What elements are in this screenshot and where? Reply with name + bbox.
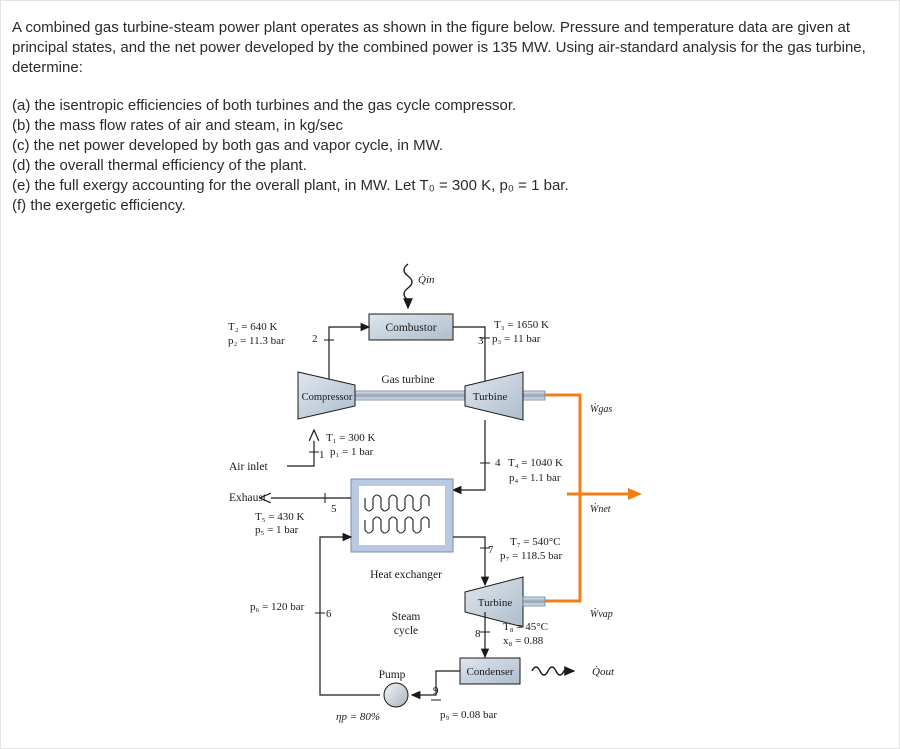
line-state9 — [410, 670, 460, 700]
q-out-label: Q̇out — [592, 666, 615, 678]
state8-x: x₈ = 0.88 — [503, 635, 544, 647]
state5-num: 5 — [331, 503, 337, 515]
state4-t: T₄ = 1040 K — [508, 457, 563, 469]
state8-num: 8 — [475, 628, 481, 640]
state7-p: p₇ = 118.5 bar — [500, 550, 563, 562]
compressor-label: Compressor — [302, 392, 353, 403]
pump-efficiency: ηp = 80% — [336, 711, 380, 723]
part-a: (a) the isentropic efficiencies of both … — [12, 97, 517, 114]
state9-num: 9 — [433, 685, 439, 697]
line-state6 — [319, 532, 380, 696]
state9-p: p₉ = 0.08 bar — [440, 709, 497, 721]
state3-num: 3 — [478, 335, 484, 347]
hx-coil-lower — [364, 516, 430, 534]
combustor-label: Combustor — [385, 322, 436, 334]
w-gas-label: Ẇgas — [590, 403, 612, 415]
pump-body — [383, 682, 409, 708]
line-state7 — [453, 536, 490, 587]
state8-t: T₈ = 45°C — [503, 621, 548, 633]
w-net-label: Ẇnet — [590, 503, 611, 515]
problem-intro: A combined gas turbine-steam power plant… — [12, 19, 866, 76]
state5-t: T₅ = 430 K — [255, 511, 305, 523]
state6-num: 6 — [326, 608, 332, 620]
part-b: (b) the mass flow rates of air and steam… — [12, 117, 343, 134]
compressor-body — [297, 371, 356, 420]
w-gas-shaft-line — [545, 393, 582, 494]
state5-p: p₅ = 1 bar — [255, 524, 299, 536]
problem-statement: A combined gas turbine-steam power plant… — [12, 18, 872, 216]
state4-num: 4 — [495, 457, 501, 469]
heat-exchanger-label: Heat exchanger — [370, 569, 442, 581]
vapor-turbine-label: Turbine — [478, 597, 513, 609]
condenser-box — [459, 657, 521, 685]
part-e: (e) the full exergy accounting for the o… — [12, 177, 569, 194]
gas-turbine-inner-label: Turbine — [473, 391, 508, 403]
exhaust-label: Exhaust — [229, 492, 267, 504]
state2-num: 2 — [312, 333, 318, 345]
vapor-turbine-body — [464, 576, 524, 628]
state7-t: T₇ = 540°C — [510, 536, 561, 548]
state3-p: p₃ = 11 bar — [492, 333, 541, 345]
steam-cycle-label-1: Steam — [392, 611, 421, 623]
state1-t: T₁ = 300 K — [326, 432, 376, 444]
part-f: (f) the exergetic efficiency. — [12, 197, 186, 214]
w-vap-label: Ẇvap — [590, 608, 613, 620]
line-state1 — [287, 430, 314, 467]
line-state2 — [328, 322, 371, 398]
pump-label: Pump — [379, 669, 406, 681]
w-vap-shaft-line — [545, 494, 582, 603]
part-c: (c) the net power developed by both gas … — [12, 137, 444, 154]
line-state4 — [451, 420, 486, 495]
w-net-arrowhead — [628, 488, 642, 500]
part-d: (d) the overall thermal efficiency of th… — [12, 157, 307, 174]
gas-output-shaft — [522, 390, 546, 401]
state1-p: p₁ = 1 bar — [330, 446, 374, 458]
q-in-label: Q̇in — [418, 274, 435, 286]
gas-shaft — [354, 390, 466, 401]
air-inlet-label: Air inlet — [229, 461, 268, 473]
steam-cycle-label-2: cycle — [394, 625, 418, 637]
q-in-arrow — [403, 263, 413, 310]
state6-p: p₆ = 120 bar — [250, 601, 305, 613]
q-out-arrow — [531, 666, 576, 676]
state1-num: 1 — [319, 449, 325, 461]
state4-p: p₄ = 1.1 bar — [509, 472, 561, 484]
gas-turbine-label: Gas turbine — [381, 374, 434, 386]
state3-t: T₃ = 1650 K — [494, 319, 549, 331]
gas-turbine-body — [464, 371, 524, 421]
line-state3 — [453, 326, 490, 392]
combustor-box — [368, 313, 454, 341]
state2-t: T₂ = 640 K — [228, 321, 278, 333]
condenser-label: Condenser — [466, 666, 513, 678]
state2-p: p₂ = 11.3 bar — [228, 335, 285, 347]
hx-coil-upper — [364, 494, 430, 512]
vapor-output-shaft — [522, 596, 546, 607]
state7-num: 7 — [488, 544, 494, 556]
